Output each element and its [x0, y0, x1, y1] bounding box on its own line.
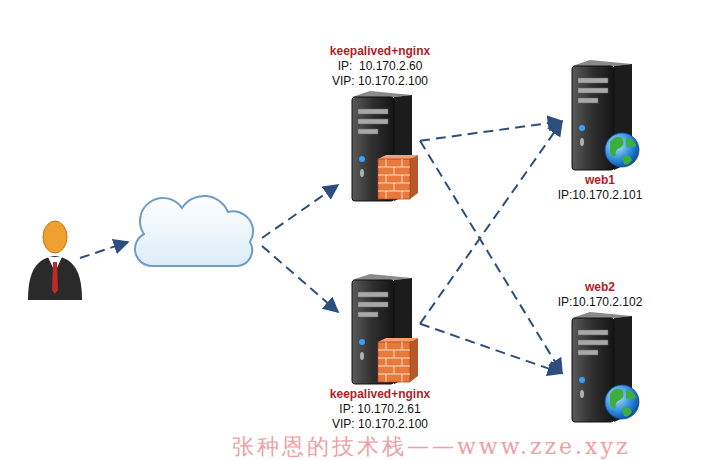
load-balancer-server: keepalived+nginxIP: 10.170.2.60VIP: 10.1…	[315, 44, 445, 204]
dashed-connector	[420, 121, 562, 324]
ip-address: IP:10.170.2.101	[558, 188, 643, 203]
ip-address: IP: 10.170.2.61	[339, 402, 420, 417]
user-figure	[28, 221, 82, 300]
ip-address: VIP: 10.170.2.100	[332, 417, 428, 432]
web-server: web1IP:10.170.2.101	[545, 58, 655, 203]
flow-lines	[80, 185, 338, 312]
server-icon	[340, 272, 420, 387]
server-name: web1	[585, 173, 615, 188]
server-name: web2	[585, 280, 615, 295]
ip-address: IP:10.170.2.102	[558, 295, 643, 310]
load-balancer-server: keepalived+nginxIP: 10.170.2.61VIP: 10.1…	[315, 272, 445, 432]
web-server: web2IP:10.170.2.102	[545, 280, 655, 425]
server-icon	[560, 310, 640, 425]
watermark: 张种恩的技术栈——www.zze.xyz	[232, 436, 631, 458]
server-name: keepalived+nginx	[330, 44, 430, 59]
server-name: keepalived+nginx	[330, 387, 430, 402]
server-icon	[560, 58, 640, 173]
ip-address: IP: 10.170.2.60	[338, 59, 423, 74]
server-icon	[340, 89, 420, 204]
dashed-connector	[420, 141, 562, 374]
dashed-connector	[420, 121, 562, 141]
ip-address: VIP: 10.170.2.100	[332, 74, 428, 89]
cloud	[135, 196, 253, 266]
dashed-connector	[420, 324, 562, 374]
